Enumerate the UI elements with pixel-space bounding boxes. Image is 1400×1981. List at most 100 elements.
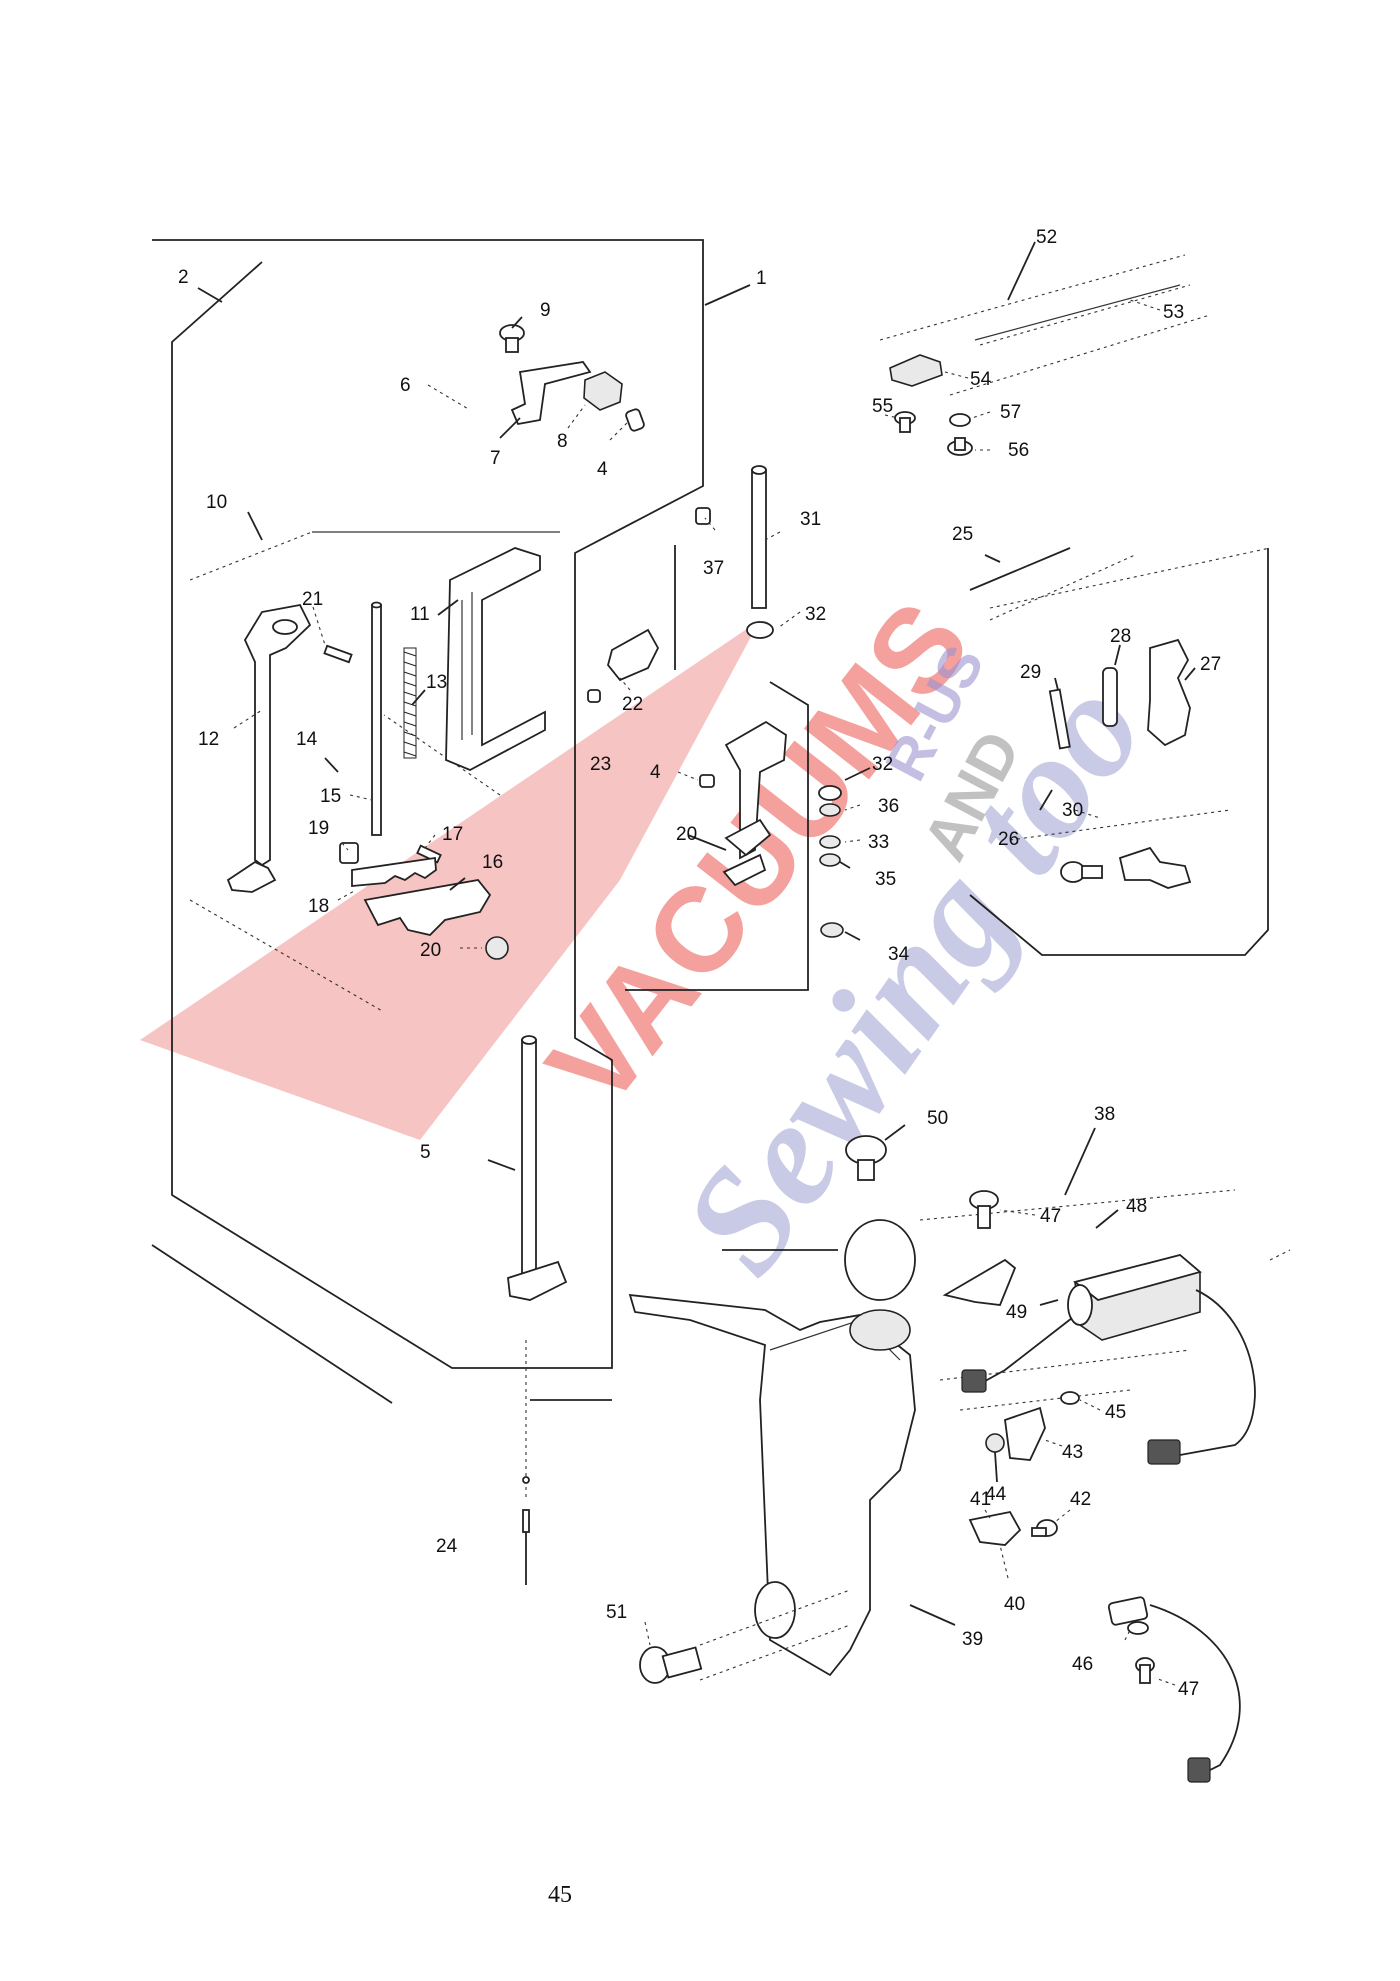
callout-48: 48 <box>1126 1196 1147 1217</box>
callout-49: 49 <box>1006 1302 1027 1323</box>
part-screw-42 <box>1031 1519 1058 1537</box>
callout-27: 27 <box>1200 654 1221 675</box>
part-screw-47-bottom <box>1135 1657 1155 1684</box>
page-number: 45 <box>548 1882 572 1908</box>
part-nut-34 <box>820 922 844 938</box>
part-ring-35 <box>819 853 841 867</box>
callout-28: 28 <box>1110 626 1131 647</box>
callout-10: 10 <box>206 492 227 513</box>
part-block-54 <box>889 354 943 387</box>
callout-3: 20 <box>676 824 697 845</box>
callout-12: 12 <box>198 729 219 750</box>
callout-14: 14 <box>296 729 318 750</box>
part-plate-19 <box>339 842 359 864</box>
callout-34: 34 <box>888 944 910 965</box>
part-needle-24 <box>522 1340 530 1585</box>
part-guide-frame-11 <box>445 547 546 771</box>
part-washer-32-mid <box>818 785 842 801</box>
watermark-red-v-shape <box>140 620 760 1140</box>
callout-24: 24 <box>436 1536 458 1557</box>
callout-32b: 32 <box>872 754 893 775</box>
callout-18: 18 <box>308 896 329 917</box>
part-nut-20 <box>485 936 509 960</box>
callout-20: 20 <box>420 940 441 961</box>
part-holder-3 <box>722 720 787 887</box>
callout-31: 31 <box>800 509 821 530</box>
part-ring-36 <box>819 803 841 817</box>
part-solenoid-38 <box>961 1254 1256 1465</box>
part-plate-18 <box>351 856 437 887</box>
callout-44: 44 <box>985 1484 1007 1505</box>
callout-9: 9 <box>540 300 551 321</box>
part-setscrew-4-top <box>625 408 645 432</box>
part-screw-56 <box>947 437 973 456</box>
part-plate-12 <box>226 603 312 893</box>
part-bushing-22 <box>607 628 660 682</box>
callout-46: 46 <box>1072 1654 1093 1675</box>
callout-42: 42 <box>1070 1489 1091 1510</box>
callout-52: 52 <box>1036 227 1057 248</box>
callout-19: 19 <box>308 818 329 839</box>
part-bolt-51 <box>639 1589 851 1684</box>
callout-51: 51 <box>606 1602 627 1623</box>
panel-frames <box>151 239 1291 1411</box>
callout-55: 55 <box>872 396 893 417</box>
part-spring-13 <box>403 647 417 759</box>
callout-50: 50 <box>927 1108 948 1129</box>
callout-35: 35 <box>875 869 896 890</box>
part-link-30 <box>1060 846 1192 889</box>
callout-37: 37 <box>703 558 724 579</box>
callout-11: 11 <box>410 604 430 625</box>
part-pin-21 <box>323 644 353 664</box>
part-bar-15 <box>371 601 382 836</box>
callout-17: 17 <box>442 824 463 845</box>
part-screw-9 <box>499 324 525 353</box>
part-setscrew-4-mid <box>699 774 715 788</box>
part-lever-16 <box>363 879 492 936</box>
callout-40: 40 <box>1004 1594 1025 1615</box>
part-nut-44 <box>985 1433 1005 1453</box>
callout-4a: 4 <box>597 459 608 480</box>
callout-45: 45 <box>1105 1402 1126 1423</box>
callout-29: 29 <box>1020 662 1041 683</box>
part-bracket-7 <box>510 361 592 426</box>
part-cable-46 <box>1107 1596 1241 1783</box>
callout-23: 23 <box>590 754 611 775</box>
part-bracket-43 <box>1004 1406 1046 1461</box>
part-needle-bar-5 <box>507 1035 568 1301</box>
callout-33: 33 <box>868 832 889 853</box>
part-washer-57 <box>949 413 971 427</box>
callout-56: 56 <box>1008 440 1029 461</box>
part-washer-45 <box>1060 1391 1080 1405</box>
callout-22: 22 <box>622 694 643 715</box>
part-washer-32-top <box>746 621 774 639</box>
part-screw-55 <box>894 411 916 433</box>
part-plate-29 <box>1048 688 1071 750</box>
part-arm-27 <box>1147 638 1191 747</box>
callout-4b: 4 <box>650 762 661 783</box>
callout-1: 1 <box>756 268 767 289</box>
leader-lines <box>197 241 1196 1686</box>
callout-47b: 47 <box>1178 1679 1199 1700</box>
callout-16: 16 <box>482 852 503 873</box>
callout-54: 54 <box>970 369 992 390</box>
callout-13: 13 <box>426 672 447 693</box>
callout-30: 30 <box>1062 800 1083 821</box>
part-bracket-48 <box>942 1258 1017 1306</box>
callout-36: 36 <box>878 796 899 817</box>
callout-43: 43 <box>1062 1442 1083 1463</box>
part-ring-33 <box>819 835 841 849</box>
part-block-8 <box>583 371 623 411</box>
part-screw-47-top <box>969 1190 999 1229</box>
callout-5: 5 <box>420 1142 431 1163</box>
callout-labels: 1 2 20 4 4 5 6 7 8 9 10 11 12 13 14 15 1… <box>178 227 1221 1700</box>
watermark-logo: VACUUMS R-US AND Sewing too <box>140 577 1176 1302</box>
callout-26: 26 <box>998 829 1019 850</box>
part-screw-50 <box>845 1135 887 1181</box>
part-screw-23 <box>587 689 601 703</box>
part-clamp-40 <box>968 1510 1022 1546</box>
callout-21: 21 <box>302 589 323 610</box>
part-pin-28 <box>1102 667 1118 727</box>
callout-39: 39 <box>962 1629 983 1650</box>
part-shaft-31 <box>751 465 767 609</box>
